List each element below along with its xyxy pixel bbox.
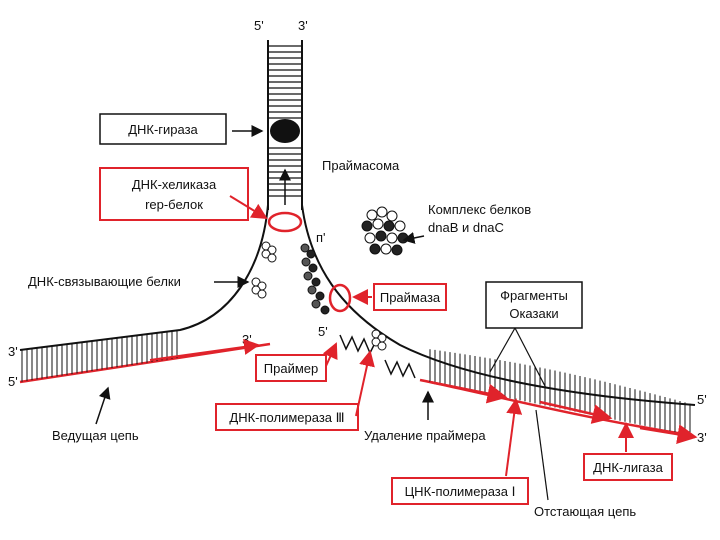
okazaki-arrow-1 <box>429 380 508 404</box>
left-upper-strand-end: 3' <box>8 344 18 359</box>
lagging-strand-label: Отстающая цепь <box>534 504 636 519</box>
polymerase3-box <box>215 403 359 431</box>
complex-label-line1: Комплекс белков <box>428 202 531 217</box>
left-lower-strand-end: 5' <box>8 374 18 389</box>
lagging-strand-pointer <box>535 409 549 501</box>
okazaki-label-line2: Оказаки <box>509 306 558 321</box>
primer-pointer <box>322 342 338 367</box>
polymerase3-label: ДНК-полимераза Ⅲ <box>229 410 344 425</box>
leading-strand-pointer <box>95 386 111 425</box>
right-lower-strand-end: 3' <box>697 430 707 445</box>
polymerase1-pointer <box>505 398 523 477</box>
helicase-pointer <box>229 195 268 220</box>
primase-label: Праймаза <box>380 290 441 305</box>
ssb-beads-left <box>251 241 277 299</box>
primer-5-end-label: 5' <box>318 324 328 339</box>
primer-zigzag <box>339 334 377 355</box>
top-right-strand-end: 3' <box>298 18 308 33</box>
helicase-label-line1: ДНК-хеликаза <box>132 177 217 192</box>
polymerase1-box <box>391 477 529 505</box>
primase-ring <box>328 283 352 313</box>
ssb-label: ДНК-связывающие белки <box>28 274 181 289</box>
okazaki-pointer-2 <box>514 327 547 389</box>
leading-synthesis-arrow <box>149 339 260 361</box>
gyrase-blob <box>270 119 300 143</box>
leading-strand-arm <box>19 204 271 384</box>
primosome-label: Праймасома <box>322 158 400 173</box>
complex-label-line2: dnaB и dnaC <box>428 220 504 235</box>
right-upper-strand-end: 5' <box>697 392 707 407</box>
helicase-label-line2: rep-белок <box>145 197 203 212</box>
gyrase-box <box>99 113 227 145</box>
okazaki-label-line1: Фрагменты <box>500 288 568 303</box>
parental-dna-duplex <box>267 40 303 210</box>
primase-box <box>373 283 447 311</box>
primer-box <box>255 354 327 382</box>
removed-primer-zigzag <box>384 359 416 379</box>
primosome-beads <box>300 243 330 315</box>
top-left-strand-end: 5' <box>254 18 264 33</box>
primosome-end-label: п' <box>316 230 326 245</box>
dnab-dnac-complex <box>361 206 409 256</box>
polymerase3-pointer <box>355 350 375 417</box>
leading-strand-label: Ведущая цепь <box>52 428 139 443</box>
primer-removal-label: Удаление праймера <box>364 428 486 443</box>
gyrase-label: ДНК-гираза <box>128 122 198 137</box>
leading-end-label: 3' <box>242 332 252 347</box>
okazaki-pointer-1 <box>489 327 516 373</box>
ligase-label: ДНК-лигаза <box>593 460 663 475</box>
okazaki-arrow-2 <box>539 400 613 424</box>
helicase-box <box>99 167 249 221</box>
helicase-ring <box>267 211 303 233</box>
primer-label: Праймер <box>264 361 318 376</box>
okazaki-arrow-3 <box>639 424 698 445</box>
okazaki-box <box>485 281 583 329</box>
polymerase3-beads <box>371 329 387 351</box>
polymerase1-label: ЦНК-полимераза Ⅰ <box>405 484 516 499</box>
complex-pointer <box>402 232 425 244</box>
ligase-box <box>583 453 673 481</box>
